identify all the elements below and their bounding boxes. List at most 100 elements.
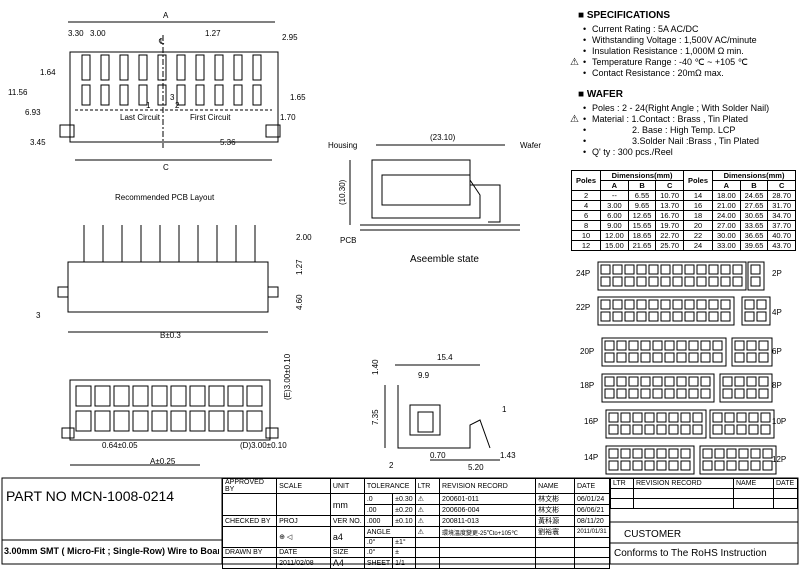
label-16p: 16P	[584, 417, 598, 426]
circuit-num-2: 2	[175, 101, 180, 110]
dim-cell: 21.65	[627, 240, 657, 251]
footprint-cell	[600, 264, 611, 275]
bottom-cell	[132, 410, 149, 432]
dim-140: 1.40	[371, 359, 380, 375]
footprint-cell	[746, 388, 757, 399]
unit-label: UNIT	[329, 478, 365, 494]
footprint-cell	[660, 299, 671, 310]
footprint-cell	[624, 276, 635, 287]
footprint-cell	[660, 276, 671, 287]
footprint-cell	[672, 311, 683, 322]
footprint-cell	[692, 424, 703, 435]
footprint-cell	[744, 311, 755, 322]
dim-b: B±0.3	[160, 331, 181, 340]
spec-item: Insulation Resistance : 1,000M Ω min.	[583, 46, 798, 57]
wafer-poles: Poles : 2 - 24(Right Angle ; With Solder…	[583, 103, 798, 114]
footprint-outline	[741, 296, 771, 326]
footprint-cell	[640, 376, 651, 387]
footprint-cell	[636, 311, 647, 322]
pcb-layout-view	[57, 225, 279, 333]
projection-icon: ⊕ ◁	[276, 526, 331, 548]
footprint-cell	[620, 460, 631, 471]
footprint-cell	[758, 376, 769, 387]
wafer-list: Poles : 2 - 24(Right Angle ; With Solder…	[570, 103, 798, 158]
footprint-cell	[620, 412, 631, 423]
footprint-cell	[608, 460, 619, 471]
footprint-cell	[680, 448, 691, 459]
dim-cell: 10.70	[655, 190, 684, 201]
poles-header: Poles	[570, 170, 602, 191]
dim-a025: A±0.25	[150, 457, 176, 466]
dim-cell: 27.65	[739, 200, 769, 211]
footprint-cell	[612, 311, 623, 322]
label-4p: 4P	[772, 308, 782, 317]
circuit-num-3: 3	[170, 93, 175, 102]
angle-0-val: ±1°	[392, 537, 416, 548]
dim-cell: 24	[682, 240, 714, 251]
footprint-cell	[708, 264, 719, 275]
dim-e: (E)3.00±0.10	[283, 353, 292, 400]
footprint-cell	[648, 276, 659, 287]
dim-460: 4.60	[295, 294, 304, 310]
footprint-cell	[612, 299, 623, 310]
footprint-cell	[760, 424, 771, 435]
footprint-outline	[699, 445, 777, 475]
footprint-cell	[660, 311, 671, 322]
footprint-cell	[652, 376, 663, 387]
footprint-outline	[601, 373, 715, 403]
footprint-cell	[640, 352, 651, 363]
dim-154: 15.4	[437, 353, 453, 362]
revision-record-label: REVISION RECORD	[439, 478, 537, 494]
date-label: DATE	[574, 478, 610, 494]
dim-143: 1.43	[500, 451, 516, 460]
footprint-cell	[620, 424, 631, 435]
top-pin	[157, 54, 167, 81]
footprint-outline	[605, 409, 707, 439]
part-number: PART NO MCN-1008-0214	[6, 488, 175, 504]
dim-cell: 2	[570, 190, 602, 201]
label-24p: 24P	[576, 269, 590, 278]
top-pin	[214, 84, 224, 106]
dim-1156: 11.56	[8, 88, 28, 97]
footprint-cell	[708, 311, 719, 322]
footprint-cell	[736, 424, 747, 435]
dim-cell: 18.65	[627, 230, 657, 241]
footprint-cell	[604, 352, 615, 363]
footprint-cell	[736, 412, 747, 423]
footprint-cell	[758, 352, 769, 363]
dim-cell: 10	[570, 230, 602, 241]
footprint-cell	[700, 340, 711, 351]
spec-item: ⚠Temperature Range : -40 ℃ ~ +105 ℃	[570, 57, 798, 68]
dim-99: 9.9	[418, 371, 430, 380]
dim-330: 3.30	[68, 29, 84, 38]
footprint-cell	[700, 376, 711, 387]
top-pin	[100, 84, 110, 106]
label-12p: 12P	[772, 455, 786, 464]
tol-2-val: ±0.10	[392, 515, 416, 527]
right-revision-table: LTR REVISION RECORD NAME DATE	[610, 478, 798, 509]
customer-label: CUSTOMER	[624, 529, 682, 540]
footprint-cell	[624, 264, 635, 275]
top-pin	[138, 84, 148, 106]
footprint-cell	[652, 340, 663, 351]
bottom-cell	[246, 385, 263, 407]
footprint-cell	[616, 376, 627, 387]
footprint-cell	[692, 412, 703, 423]
dim-cell: 15.65	[627, 220, 657, 231]
circuit-num-1: 1	[146, 101, 151, 110]
callout-3: 3	[36, 311, 41, 320]
dim-cell: 31.70	[767, 200, 796, 211]
col-b: B	[739, 180, 769, 191]
footprint-cell	[644, 460, 655, 471]
dim-cell: --	[600, 190, 629, 201]
angle-1: .0°	[363, 547, 394, 558]
footprint-cell	[608, 424, 619, 435]
footprint-cell	[676, 352, 687, 363]
spec-item: Withstanding Voltage : 1,500V AC/minute	[583, 35, 798, 46]
footprint-outline	[605, 445, 695, 475]
dim-070: 0.70	[430, 451, 446, 460]
footprint-cell	[676, 376, 687, 387]
footprint-cell	[750, 264, 761, 275]
footprint-cell	[628, 340, 639, 351]
